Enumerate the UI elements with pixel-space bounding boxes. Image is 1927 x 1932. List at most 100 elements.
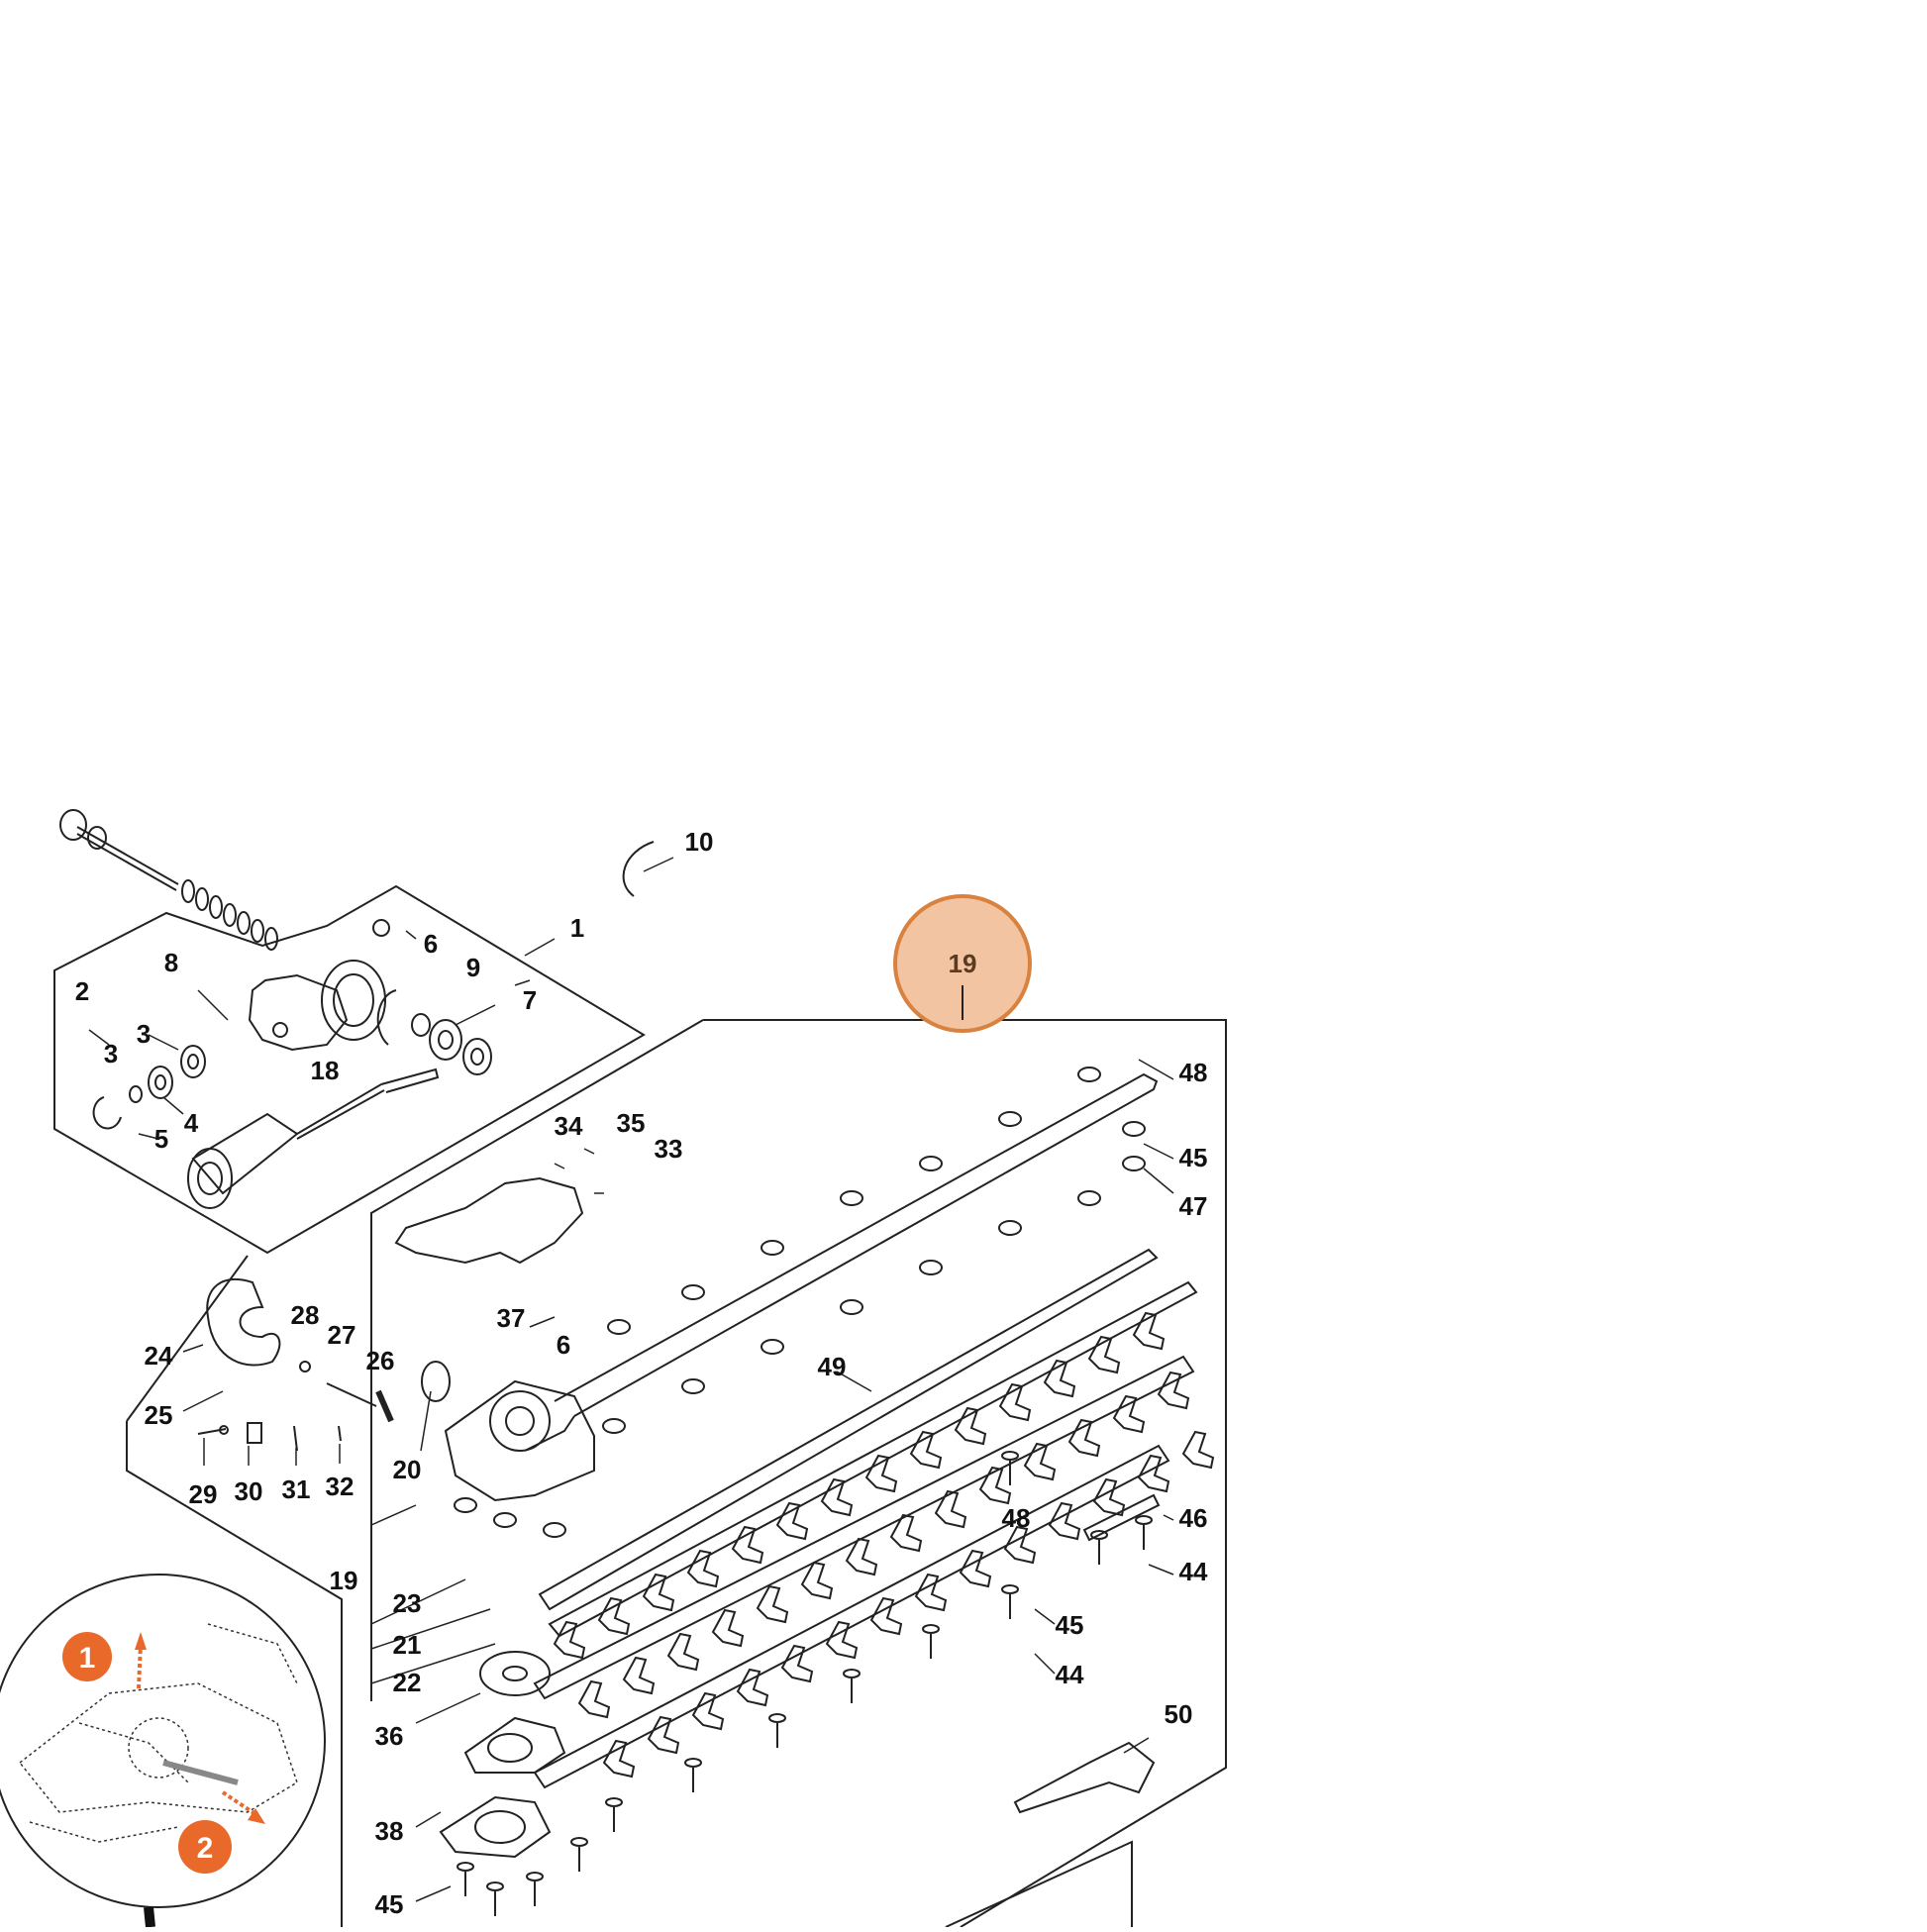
- callout-44[interactable]: 44: [1179, 1557, 1208, 1586]
- callout-33[interactable]: 33: [655, 1134, 683, 1164]
- blade-tooth: [800, 1561, 834, 1600]
- callout-47[interactable]: 47: [1179, 1191, 1208, 1221]
- callout-45[interactable]: 45: [1056, 1610, 1084, 1640]
- blade-tooth: [1092, 1477, 1126, 1517]
- callout-3[interactable]: 3: [137, 1019, 151, 1049]
- leader-line: [455, 1004, 496, 1026]
- callout-6[interactable]: 6: [424, 929, 438, 959]
- blade-tooth: [577, 1679, 611, 1719]
- callout-44[interactable]: 44: [1056, 1660, 1084, 1689]
- blade-tooth: [909, 1430, 943, 1470]
- inset-step-2: 2: [178, 1820, 232, 1874]
- leader-line: [1143, 1143, 1174, 1160]
- bolt: [456, 1862, 475, 1896]
- callout-46[interactable]: 46: [1179, 1503, 1208, 1533]
- leader-line: [1034, 1608, 1056, 1625]
- callout-35[interactable]: 35: [617, 1108, 646, 1138]
- blade-tooth: [666, 1632, 700, 1672]
- callout-19[interactable]: 19: [330, 1566, 358, 1595]
- blade-tooth: [1087, 1335, 1121, 1374]
- callout-38[interactable]: 38: [375, 1816, 404, 1846]
- blade-tooth: [825, 1620, 859, 1660]
- blade-tooth: [736, 1668, 769, 1707]
- gear-head-housing: [444, 1379, 595, 1502]
- callout-50[interactable]: 50: [1165, 1699, 1193, 1729]
- callout-21[interactable]: 21: [393, 1630, 422, 1660]
- leader-line: [415, 1811, 442, 1828]
- callout-23[interactable]: 23: [393, 1588, 422, 1618]
- shim-ring: [195, 887, 209, 911]
- leader-line: [1034, 1653, 1056, 1675]
- callout-48[interactable]: 48: [1002, 1503, 1031, 1533]
- callout-48[interactable]: 48: [1179, 1058, 1208, 1087]
- seal-ring: [421, 1361, 451, 1402]
- leader-line: [420, 1390, 432, 1452]
- callout-28[interactable]: 28: [291, 1300, 320, 1330]
- bolt: [768, 1713, 787, 1748]
- blade-tooth: [934, 1489, 967, 1529]
- callout-6[interactable]: 6: [557, 1330, 570, 1360]
- callout-45[interactable]: 45: [375, 1889, 404, 1919]
- shim-ring: [223, 903, 237, 927]
- blade-tooth: [864, 1454, 898, 1493]
- blade-tooth: [869, 1596, 903, 1636]
- callout-27[interactable]: 27: [328, 1320, 356, 1350]
- washer: [919, 1260, 943, 1275]
- leader-line: [182, 1390, 224, 1412]
- blade-tooth: [553, 1620, 586, 1660]
- shim-ring: [209, 895, 223, 919]
- callout-3[interactable]: 3: [104, 1039, 118, 1068]
- callout-36[interactable]: 36: [375, 1721, 404, 1751]
- blade-tooth: [1157, 1371, 1190, 1410]
- callout-37[interactable]: 37: [497, 1303, 526, 1333]
- bolt: [486, 1881, 505, 1916]
- blade-tooth: [622, 1656, 656, 1695]
- blade-tooth: [691, 1691, 725, 1731]
- leader-line: [1123, 1737, 1150, 1754]
- blade-tooth: [711, 1608, 745, 1648]
- leader-line: [529, 1316, 556, 1328]
- callout-1[interactable]: 1: [570, 913, 584, 943]
- drive-shaft: [59, 809, 179, 891]
- callout-24[interactable]: 24: [145, 1341, 173, 1371]
- callout-26[interactable]: 26: [366, 1346, 395, 1375]
- callout-25[interactable]: 25: [145, 1400, 173, 1430]
- callout-20[interactable]: 20: [393, 1455, 422, 1484]
- washer: [607, 1319, 631, 1335]
- clip-plate: [1082, 1493, 1161, 1542]
- gearbox-group-outline: [53, 884, 646, 1255]
- callout-2[interactable]: 2: [75, 976, 89, 1006]
- leader-line: [197, 989, 229, 1021]
- washer: [998, 1220, 1022, 1236]
- bolt: [684, 1758, 703, 1792]
- callout-4[interactable]: 4: [184, 1108, 199, 1138]
- blade-tooth: [756, 1584, 789, 1624]
- leader-line: [370, 1643, 496, 1684]
- leader-line: [583, 1148, 595, 1155]
- callout-49[interactable]: 49: [818, 1352, 847, 1381]
- svg-text:1: 1: [79, 1642, 96, 1675]
- callout-5[interactable]: 5: [154, 1124, 168, 1154]
- highlighted-callout[interactable]: 19: [893, 894, 1032, 1033]
- callout-22[interactable]: 22: [393, 1668, 422, 1697]
- callout-29[interactable]: 29: [189, 1479, 218, 1509]
- gearbox-housing: [248, 960, 386, 1052]
- small-parts-row: [197, 1361, 394, 1452]
- blade-tooth: [731, 1525, 764, 1565]
- callout-10[interactable]: 10: [685, 827, 714, 857]
- bolt: [1135, 1515, 1154, 1550]
- blade-tooth: [1067, 1418, 1101, 1458]
- callout-45[interactable]: 45: [1179, 1143, 1208, 1172]
- callout-18[interactable]: 18: [311, 1056, 340, 1085]
- callout-9[interactable]: 9: [466, 953, 480, 982]
- blade-tooth: [686, 1549, 720, 1588]
- callout-30[interactable]: 30: [235, 1476, 263, 1506]
- end-guard: [1013, 1741, 1156, 1814]
- callout-31[interactable]: 31: [282, 1474, 311, 1504]
- callout-8[interactable]: 8: [164, 948, 178, 977]
- eccentric-disc: [479, 1651, 551, 1696]
- callout-7[interactable]: 7: [523, 985, 537, 1015]
- callout-34[interactable]: 34: [555, 1111, 583, 1141]
- callout-32[interactable]: 32: [326, 1472, 355, 1501]
